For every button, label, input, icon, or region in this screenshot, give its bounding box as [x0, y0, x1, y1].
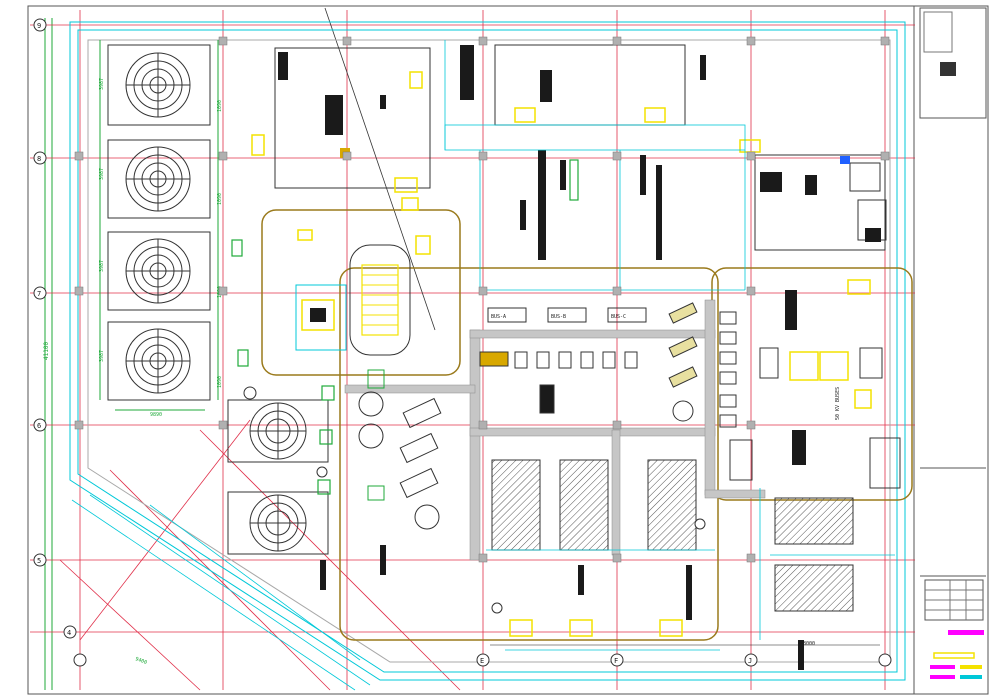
drawing-frame	[27, 5, 915, 695]
cooler-unit	[107, 321, 211, 401]
left-dimension-strip: 41100	[43, 18, 53, 690]
yellow-equipment	[251, 134, 975, 659]
equipment-bars	[320, 150, 804, 670]
tank-units	[358, 369, 694, 530]
grey-corridors	[344, 299, 766, 561]
bus-row: BUS-A BUS-B BUS-C	[487, 307, 647, 323]
bus-label: BUS-C	[611, 314, 626, 320]
row-marker-label: 9	[37, 22, 41, 30]
cooler-dimension-label: 3987	[99, 350, 105, 362]
rotated-panel-label: 50 KV BUSES	[835, 387, 841, 420]
building-right-middle: 50 KV BUSES	[729, 290, 901, 489]
row-marker-label: 8	[37, 155, 41, 163]
bottom-dimension-label: 48000	[800, 641, 815, 647]
row-markers: 9 8 7 6 5 4	[33, 18, 77, 639]
bus-label: BUS-B	[551, 314, 566, 320]
bottom-dimension-label: 9400	[134, 656, 147, 666]
title-block	[919, 7, 987, 679]
column-marker-label: J	[748, 657, 752, 665]
column-squares	[74, 36, 890, 563]
cooler-unit	[227, 399, 329, 463]
row-marker-label: 7	[37, 290, 41, 298]
column-markers: E F J	[73, 386, 892, 667]
row-marker-label: 6	[37, 422, 41, 430]
column-marker-label: E	[480, 657, 484, 665]
bottom-dimension-label: 9890	[150, 412, 162, 418]
site-boundary	[69, 21, 906, 681]
cooler-gap-label: 1090	[217, 376, 223, 388]
diagonal-road	[71, 494, 371, 691]
row-marker-label: 5	[37, 557, 41, 565]
cooler-unit	[227, 491, 329, 555]
cooler-units	[107, 44, 329, 555]
cooler-dimension-label: 3987	[99, 78, 105, 90]
slanted-panels	[668, 302, 698, 388]
cooler-dimension-strip: 3987 3987 3987 3987 1090 1090 1090 1090 …	[99, 40, 223, 418]
cooler-unit	[107, 231, 211, 311]
cabinet-column	[719, 311, 737, 428]
row-marker-label: 4	[67, 629, 71, 637]
bus-label: BUS-A	[491, 314, 506, 320]
cooler-dimension-label: 3987	[99, 168, 105, 180]
bottom-dimensions: 9400 48000	[134, 641, 880, 666]
cooler-unit	[107, 139, 211, 219]
cooler-dimension-label: 3987	[99, 260, 105, 272]
cooler-unit	[107, 44, 211, 126]
green-devices	[231, 159, 579, 495]
cyan-ducts	[444, 40, 895, 651]
cooler-gap-label: 1090	[217, 100, 223, 112]
gold-enclosures	[261, 209, 913, 641]
panel-row	[479, 351, 638, 414]
building-top-left	[274, 47, 431, 189]
stair-feature	[295, 244, 411, 356]
building-top-middle	[460, 44, 706, 126]
transformer-rooms	[491, 459, 854, 612]
diagonal-grid-lines	[59, 419, 461, 691]
dark-diagonal-line	[324, 7, 436, 331]
building-top-right	[754, 154, 887, 251]
cooler-gap-label: 1090	[217, 193, 223, 205]
column-grid-lines	[79, 10, 886, 690]
column-marker-label: F	[614, 657, 618, 665]
left-dimension-label: 41100	[43, 342, 50, 360]
